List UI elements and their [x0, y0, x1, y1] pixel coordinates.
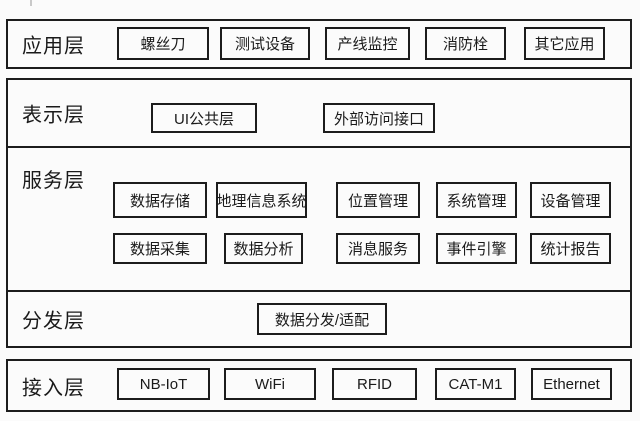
node-ui-common-layer: UI公共层 — [151, 103, 257, 133]
node-data-collection: 数据采集 — [113, 233, 207, 264]
layer-service: 服务层 数据存储 地理信息系统 位置管理 系统管理 设备管理 数据采集 数据分析… — [6, 148, 632, 292]
node-screwdriver: 螺丝刀 — [117, 27, 209, 60]
node-ethernet: Ethernet — [531, 368, 612, 400]
node-system-management: 系统管理 — [436, 182, 517, 218]
node-event-engine: 事件引擎 — [436, 233, 517, 264]
layer-label-distribution: 分发层 — [22, 310, 85, 333]
scan-artifact-tick — [30, 0, 32, 6]
node-wifi: WiFi — [224, 368, 316, 400]
node-nb-iot: NB-IoT — [117, 368, 210, 400]
layer-label-service: 服务层 — [22, 170, 85, 192]
layer-presentation: 表示层 UI公共层 外部访问接口 — [6, 78, 632, 148]
node-rfid: RFID — [332, 368, 417, 400]
node-production-line-monitoring: 产线监控 — [325, 27, 410, 60]
layer-access: 接入层 NB-IoT WiFi RFID CAT-M1 Ethernet — [6, 359, 632, 412]
layer-label-presentation: 表示层 — [22, 104, 85, 127]
node-gis: 地理信息系统 — [216, 182, 307, 218]
node-data-distribution-adaptation: 数据分发/适配 — [257, 303, 387, 335]
node-test-equipment: 测试设备 — [220, 27, 310, 60]
node-external-access-interface: 外部访问接口 — [323, 103, 435, 133]
node-device-management: 设备管理 — [530, 182, 611, 218]
layer-application: 应用层 螺丝刀 测试设备 产线监控 消防栓 其它应用 — [6, 19, 632, 69]
node-data-analysis: 数据分析 — [224, 233, 303, 264]
layer-distribution: 分发层 数据分发/适配 — [6, 292, 632, 348]
layer-label-application: 应用层 — [22, 35, 85, 58]
node-location-management: 位置管理 — [336, 182, 420, 218]
layer-label-access: 接入层 — [22, 377, 85, 399]
node-statistical-report: 统计报告 — [530, 233, 611, 264]
node-message-service: 消息服务 — [336, 233, 420, 264]
node-cat-m1: CAT-M1 — [435, 368, 516, 400]
node-other-applications: 其它应用 — [524, 27, 605, 60]
node-data-storage: 数据存储 — [113, 182, 207, 218]
node-fire-hydrant: 消防栓 — [425, 27, 506, 60]
